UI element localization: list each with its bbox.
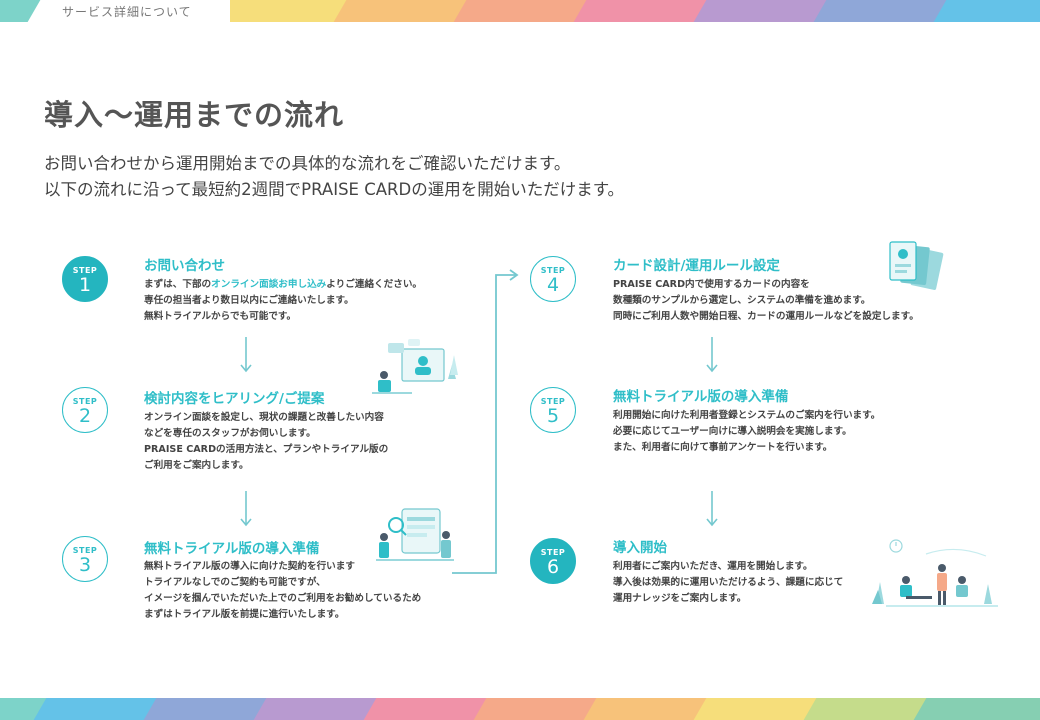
step-3-line-2: トライアルなしでのご契約も可能ですが、 bbox=[144, 577, 326, 588]
step-2-title: 検討内容をヒアリング/ご提案 bbox=[144, 391, 325, 407]
step-1-line-1-post: よりご連絡ください。 bbox=[326, 279, 423, 290]
step-5-line-1: 利用開始に向けた利用者登録とシステムのご案内を行います。 bbox=[613, 410, 881, 421]
step-6-title: 導入開始 bbox=[613, 540, 667, 556]
team-launch-illustration-icon bbox=[872, 539, 998, 607]
step-6-badge: STEP 6 bbox=[530, 538, 576, 584]
step-4-badge-label: STEP bbox=[540, 266, 566, 275]
step-6-line-1: 利用者にご案内いただき、運用を開始します。 bbox=[613, 561, 813, 572]
page-title: 導入〜運用までの流れ bbox=[44, 98, 345, 132]
step-5-body: 利用開始に向けた利用者登録とシステムのご案内を行います。 必要に応じてユーザー向… bbox=[613, 408, 880, 456]
trial-setup-illustration-icon bbox=[376, 508, 454, 561]
step-2-badge-label: STEP bbox=[72, 397, 98, 406]
step-3-title: 無料トライアル版の導入準備 bbox=[144, 541, 320, 557]
lead-line-1: お問い合わせから運用開始までの具体的な流れをご確認いただけます。 bbox=[44, 154, 571, 173]
step-5-badge-number: 5 bbox=[546, 405, 560, 427]
step-6-line-2: 導入後は効果的に運用いただけるよう、課題に応じて bbox=[613, 577, 844, 588]
step-4-badge: STEP 4 bbox=[530, 256, 576, 302]
step-3-line-3: イメージを掴んでいただいた上でのご利用をお勧めしているため bbox=[144, 593, 422, 604]
step-1-badge-number: 1 bbox=[78, 274, 92, 296]
step-5-title: 無料トライアル版の導入準備 bbox=[613, 389, 789, 405]
step-1-line-1: まずは、下部のオンライン面談お申し込みよりご連絡ください。 bbox=[144, 277, 422, 293]
step-4-line-2: 数種類のサンプルから選定し、システムの準備を進めます。 bbox=[613, 295, 871, 306]
step-1-line-1-pre: まずは、下部の bbox=[144, 279, 212, 290]
top-color-bar bbox=[0, 0, 1040, 22]
lead-line-2: 以下の流れに沿って最短約2週間でPRAISE CARDの運用を開始いただけます。 bbox=[44, 180, 625, 199]
step-1-line-3: 無料トライアルからでも可能です。 bbox=[144, 311, 297, 322]
step-2-body: オンライン面談を設定し、現状の課題と改善したい内容 などを専任のスタッフがお伺い… bbox=[144, 410, 388, 474]
step-3-badge-number: 3 bbox=[78, 554, 92, 576]
arrow-down-icon bbox=[240, 491, 252, 527]
step-3-body: 無料トライアル版の導入に向けた契約を行います トライアルなしでのご契約も可能です… bbox=[144, 559, 421, 623]
step-1-badge-label: STEP bbox=[72, 266, 98, 275]
step-5-line-3: また、利用者に向けて事前アンケートを行います。 bbox=[613, 442, 833, 453]
step-6-line-3: 運用ナレッジをご案内します。 bbox=[613, 593, 747, 604]
step-2-line-2: などを専任のスタッフがお伺いします。 bbox=[144, 428, 316, 439]
step-4-badge-number: 4 bbox=[546, 274, 560, 296]
step-3-badge-label: STEP bbox=[72, 546, 98, 555]
step-3-line-1: 無料トライアル版の導入に向けた契約を行います bbox=[144, 561, 355, 572]
step-4-line-3: 同時にご利用人数や開始日程、カードの運用ルールなどを設定します。 bbox=[613, 311, 919, 322]
arrow-down-icon bbox=[706, 337, 718, 373]
step-1-line-2: 専任の担当者より数日以内にご連絡いたします。 bbox=[144, 295, 354, 306]
step-3-line-4: まずはトライアル版を前提に進行いたします。 bbox=[144, 609, 345, 620]
header-tab bbox=[0, 0, 230, 22]
step-4-body: PRAISE CARD内で使用するカードの内容を 数種類のサンプルから選定し、シ… bbox=[613, 277, 919, 325]
step-6-badge-label: STEP bbox=[540, 548, 566, 557]
step-3-badge: STEP 3 bbox=[62, 536, 108, 582]
connector-arrow-icon bbox=[452, 269, 519, 574]
step-5-badge-label: STEP bbox=[540, 397, 566, 406]
step-1-badge: STEP 1 bbox=[62, 256, 108, 302]
step-5-badge: STEP 5 bbox=[530, 387, 576, 433]
step-2-badge: STEP 2 bbox=[62, 387, 108, 433]
step-2-badge-number: 2 bbox=[78, 405, 92, 427]
step-5-line-2: 必要に応じてユーザー向けに導入説明会を実施します。 bbox=[613, 426, 852, 437]
step-4-line-1: PRAISE CARD内で使用するカードの内容を bbox=[613, 279, 810, 290]
step-1-title: お問い合わせ bbox=[144, 258, 225, 274]
step-2-line-1: オンライン面談を設定し、現状の課題と改善したい内容 bbox=[144, 412, 384, 423]
online-meeting-illustration-icon bbox=[372, 339, 458, 394]
card-design-illustration-icon bbox=[889, 241, 944, 290]
step-4-title: カード設計/運用ルール設定 bbox=[613, 258, 780, 274]
step-2-line-4: ご利用をご案内します。 bbox=[144, 460, 249, 471]
arrow-down-icon bbox=[240, 337, 252, 373]
online-meeting-link[interactable]: オンライン面談お申し込み bbox=[211, 279, 327, 290]
step-6-badge-number: 6 bbox=[546, 556, 560, 578]
step-6-body: 利用者にご案内いただき、運用を開始します。 導入後は効果的に運用いただけるよう、… bbox=[613, 559, 843, 607]
arrow-down-icon bbox=[706, 491, 718, 527]
step-2-line-3: PRAISE CARDの活用方法と、プランやトライアル版の bbox=[144, 444, 389, 455]
bottom-color-bar bbox=[0, 698, 1040, 720]
header-tab-label: サービス詳細について bbox=[62, 5, 192, 19]
step-1-body: まずは、下部のオンライン面談お申し込みよりご連絡ください。 専任の担当者より数日… bbox=[144, 277, 422, 325]
